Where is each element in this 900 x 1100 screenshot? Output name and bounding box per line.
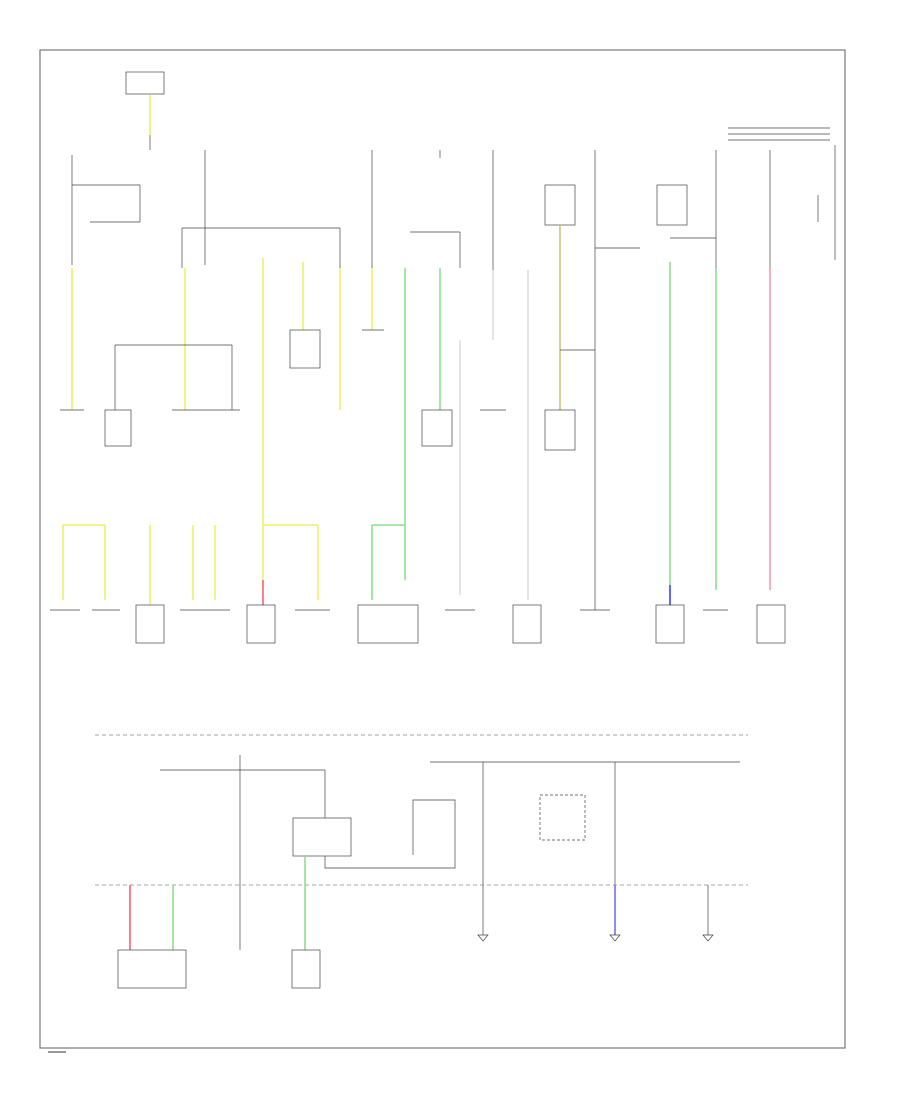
lower-section-bus [160, 755, 740, 885]
lower-section-components [117, 934, 714, 989]
wire-runs-lower [62, 524, 671, 605]
ignition-switch-feed [125, 71, 165, 150]
components-bottom-row [50, 604, 786, 644]
fuse-row-top [71, 150, 819, 610]
lower-section-wires [129, 855, 709, 950]
wire-runs-middle [71, 225, 771, 600]
components-middle [60, 329, 576, 451]
power-distribution-note [728, 127, 836, 260]
diagram-frame [39, 49, 846, 1049]
